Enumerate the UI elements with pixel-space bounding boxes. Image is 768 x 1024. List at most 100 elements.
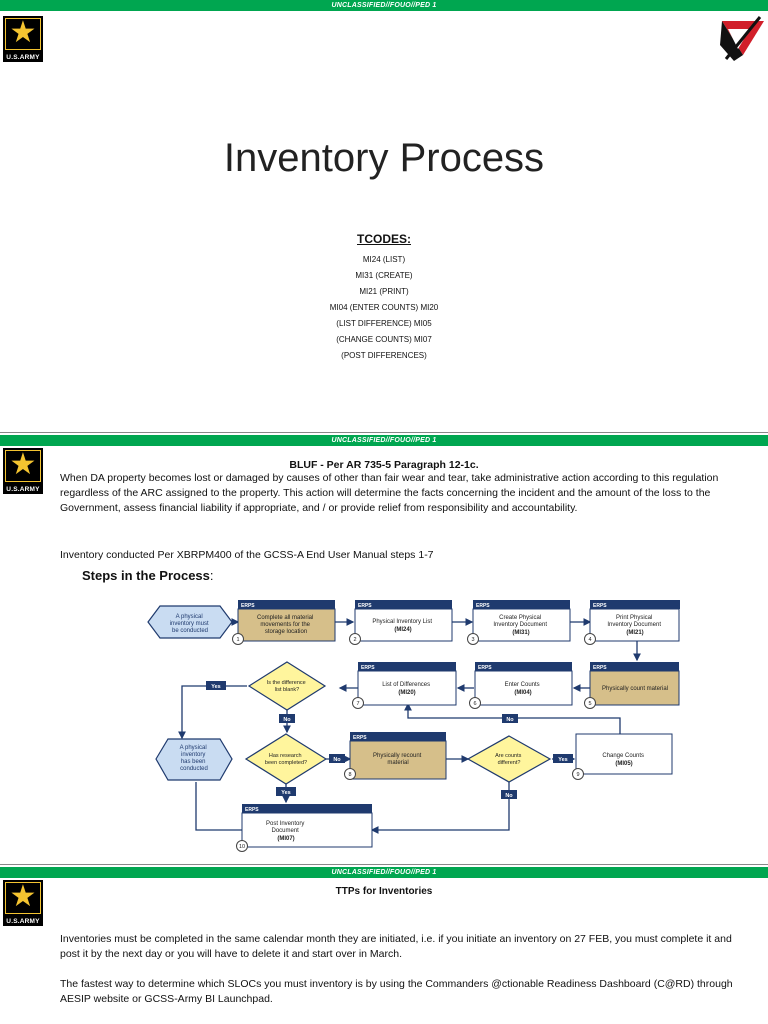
step-number: 3	[471, 637, 474, 643]
erps-header	[475, 662, 572, 671]
step5-box	[589, 670, 680, 706]
yes-label: Yes	[211, 684, 220, 690]
svg-text:Change Counts (MI05): Change Counts (MI05)	[602, 753, 645, 767]
no-label-box	[501, 790, 517, 799]
step-number-circle	[344, 768, 356, 780]
step3-text: (MI31)	[512, 630, 529, 636]
classification-banner: UNCLASSIFIED//FOUO//PED 1	[0, 435, 768, 446]
svg-text:Post Inventory Document: Post Inventory Document (MI07)	[266, 821, 306, 842]
star-icon: ★	[9, 879, 37, 914]
step1-text: movements for the	[260, 622, 310, 628]
logo-label: U.S.ARMY	[6, 918, 40, 925]
steps-heading-text: Steps in the Process	[82, 568, 210, 583]
step8-text: material	[387, 760, 408, 766]
svg-text:Complete all material move: Complete all material movements for the …	[257, 615, 315, 635]
no-label-box	[329, 754, 345, 763]
tcodes-list: TCODES: MI24 (LIST) MI31 (CREATE) MI21 (…	[0, 232, 768, 364]
step9-box	[575, 733, 673, 775]
start-text: A physical	[176, 614, 203, 620]
svg-text:List of Differences (MI20): List of Differences (MI20)	[382, 682, 432, 696]
erps-label: ERPS	[593, 665, 607, 671]
yes-label-box	[276, 787, 296, 796]
erps-label: ERPS	[358, 603, 372, 609]
tcode-line: (LIST DIFFERENCE) MI05	[336, 319, 432, 328]
erps-header	[590, 600, 680, 609]
tcode-line: (CHANGE COUNTS) MI07	[336, 335, 432, 344]
decision-research	[244, 733, 328, 785]
erps-label: ERPS	[476, 603, 490, 609]
army-logo: ★ U.S.ARMY	[3, 880, 43, 926]
inventory-reference: Inventory conducted Per XBRPM400 of the …	[60, 549, 434, 561]
step-number-circle	[572, 768, 584, 780]
yes-label: Yes	[558, 757, 567, 763]
decision-text: list blank?	[275, 687, 299, 693]
bluf-title: BLUF - Per AR 735-5 Paragraph 12-1c.	[289, 459, 479, 471]
process-flowchart: A physical inventory must be conducted E…	[147, 600, 680, 852]
start-text: be conducted	[172, 628, 208, 634]
slide-divider	[0, 432, 768, 433]
step2-text: Physical Inventory List	[372, 619, 432, 625]
step7-text: (MI20)	[398, 690, 415, 696]
erps-label: ERPS	[245, 807, 259, 813]
step-number: 6	[473, 701, 476, 707]
logo-label: U.S.ARMY	[6, 486, 40, 493]
army-logo: ★ U.S.ARMY	[3, 16, 43, 62]
step-number-circle	[584, 633, 596, 645]
start-terminal	[147, 605, 233, 639]
erps-label: ERPS	[241, 603, 255, 609]
tcode-line: MI04 (ENTER COUNTS) MI20	[329, 303, 439, 312]
decision-blank-list	[247, 661, 327, 711]
star-icon: ★	[9, 447, 37, 482]
decision-text: different?	[498, 760, 521, 766]
svg-text:Enter Counts (MI04): Enter Counts (MI04)	[505, 682, 542, 696]
army-logo: ★ U.S.ARMY	[3, 448, 43, 494]
svg-text:Are counts different?: Are counts different?	[495, 753, 523, 766]
step8-text: Physically recount	[373, 753, 422, 759]
steps-heading-colon: :	[209, 568, 214, 583]
classification-banner: UNCLASSIFIED//FOUO//PED 1	[0, 0, 768, 11]
decision-text: been completed?	[265, 760, 307, 766]
bluf-body: When DA property becomes lost or damaged…	[60, 472, 719, 514]
step7-box	[357, 670, 457, 706]
step-number-circle	[467, 633, 479, 645]
slide-divider	[0, 864, 768, 865]
no-label: No	[283, 717, 291, 723]
step-number: 4	[588, 637, 591, 643]
logo-frame	[5, 450, 41, 482]
step4-text: (MI21)	[626, 630, 643, 636]
erps-label: ERPS	[593, 603, 607, 609]
decision-text: Is the difference	[267, 680, 306, 686]
step10-box	[241, 812, 373, 848]
unit-insignia-icon	[720, 16, 764, 61]
yes-label-box	[206, 681, 226, 690]
step3-text: Inventory Document	[493, 622, 547, 628]
erps-header	[242, 804, 372, 813]
tcode-line: MI24 (LIST)	[362, 255, 406, 264]
step-number: 7	[356, 701, 359, 707]
step6-text: (MI04)	[514, 690, 531, 696]
no-label: No	[333, 757, 341, 763]
tcodes-heading: TCODES:	[357, 232, 411, 246]
decision-text: Are counts	[495, 753, 522, 759]
logo-frame	[5, 18, 41, 50]
no-label: No	[505, 793, 513, 799]
end-text: inventory	[181, 752, 205, 758]
step5-text: Physically count material	[602, 686, 668, 692]
end-text: A physical	[180, 745, 207, 751]
step9-text: (MI05)	[615, 761, 632, 767]
tcode-line: (POST DIFFERENCES)	[341, 351, 427, 360]
yes-label: Yes	[281, 790, 290, 796]
yes-label-box	[553, 754, 573, 763]
decision-text: Has research	[269, 753, 302, 759]
tcode-line: MI31 (CREATE)	[355, 271, 413, 280]
svg-text:Physically recount materia: Physically recount material	[373, 753, 423, 766]
ttp-title: TTPs for Inventories	[335, 886, 433, 897]
tcode-line: MI21 (PRINT)	[359, 287, 409, 296]
page-title: Inventory Process	[223, 136, 545, 180]
star-icon: ★	[9, 15, 37, 50]
ttp-paragraph: The fastest way to determine which SLOCs…	[60, 978, 733, 1005]
step1-text: Complete all material	[257, 615, 313, 621]
step-number: 10	[239, 844, 245, 850]
step10-text: Document	[271, 828, 299, 834]
step-number: 5	[588, 701, 591, 707]
